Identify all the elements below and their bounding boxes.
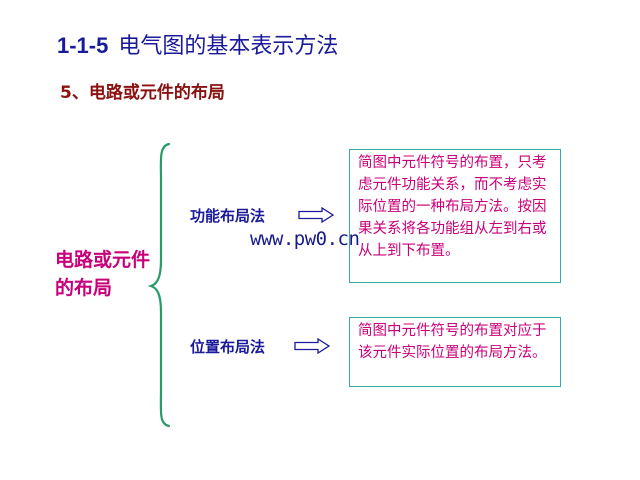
curly-brace-icon [147,142,171,428]
description-box-functional: 简图中元件符号的布置，只考虑元件功能关系，而不考虑实际位置的一种布局方法。按因果… [349,149,561,283]
section-number: 1-1-5 [57,33,109,58]
arrow-right-icon [294,338,330,354]
method-label-functional: 功能布局法 [190,207,266,225]
slide-subtitle: 5、电路或元件的布局 [60,83,225,103]
arrow-right-icon [298,207,334,223]
method-label-positional: 位置布局法 [190,338,266,356]
slide-title: 1-1-5 电气图的基本表示方法 [57,28,338,60]
main-label: 电路或元件的布局 [55,249,151,299]
watermark: www.pw0.cn [250,228,360,250]
description-box-positional: 简图中元件符号的布置对应于该元件实际位置的布局方法。 [349,317,561,387]
title-text: 电气图的基本表示方法 [118,34,339,59]
